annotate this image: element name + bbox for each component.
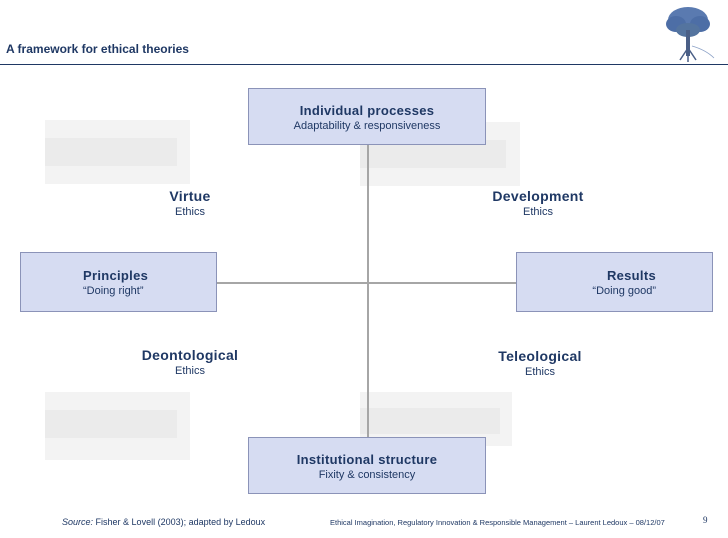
quadrant-development: Development Ethics (468, 188, 608, 218)
top-box-heading: Individual processes (299, 103, 435, 118)
quadrant-heading: Development (492, 188, 584, 204)
quadrant-virtue: Virtue Ethics (140, 188, 240, 218)
left-box-subtitle: “Doing right” (83, 285, 144, 297)
left-box: Principles “Doing right” (20, 252, 217, 312)
horizontal-axis (216, 282, 516, 284)
top-box-subtitle: Adaptability & responsiveness (293, 120, 441, 132)
ghost-shape (45, 410, 177, 438)
page-number: 9 (703, 515, 708, 525)
source-note: Source: Fisher & Lovell (2003); adapted … (62, 517, 265, 527)
right-box-subtitle: “Doing good” (592, 285, 656, 297)
vertical-axis (367, 145, 369, 437)
ghost-shape (45, 138, 177, 166)
source-text: Fisher & Lovell (2003); adapted by Ledou… (95, 517, 266, 527)
top-box: Individual processes Adaptability & resp… (248, 88, 486, 145)
quadrant-subtitle: Ethics (175, 206, 205, 218)
right-box-heading: Results (606, 268, 656, 283)
tree-logo-icon (662, 4, 724, 64)
quadrant-deontological: Deontological Ethics (120, 347, 260, 377)
page-title: A framework for ethical theories (6, 42, 189, 56)
footer-credit: Ethical Imagination, Regulatory Innovati… (330, 518, 665, 527)
right-box: Results “Doing good” (516, 252, 713, 312)
quadrant-subtitle: Ethics (523, 206, 553, 218)
quadrant-heading: Teleological (498, 348, 582, 364)
bottom-box: Institutional structure Fixity & consist… (248, 437, 486, 494)
quadrant-heading: Virtue (169, 188, 211, 204)
left-box-heading: Principles (83, 268, 149, 283)
source-label: Source: (62, 517, 94, 527)
quadrant-teleological: Teleological Ethics (470, 348, 610, 378)
bottom-box-subtitle: Fixity & consistency (318, 469, 416, 481)
bottom-box-heading: Institutional structure (296, 452, 438, 467)
title-rule (0, 64, 728, 65)
quadrant-heading: Deontological (141, 347, 239, 363)
quadrant-subtitle: Ethics (175, 365, 205, 377)
quadrant-subtitle: Ethics (525, 366, 555, 378)
ghost-shape (360, 408, 500, 434)
